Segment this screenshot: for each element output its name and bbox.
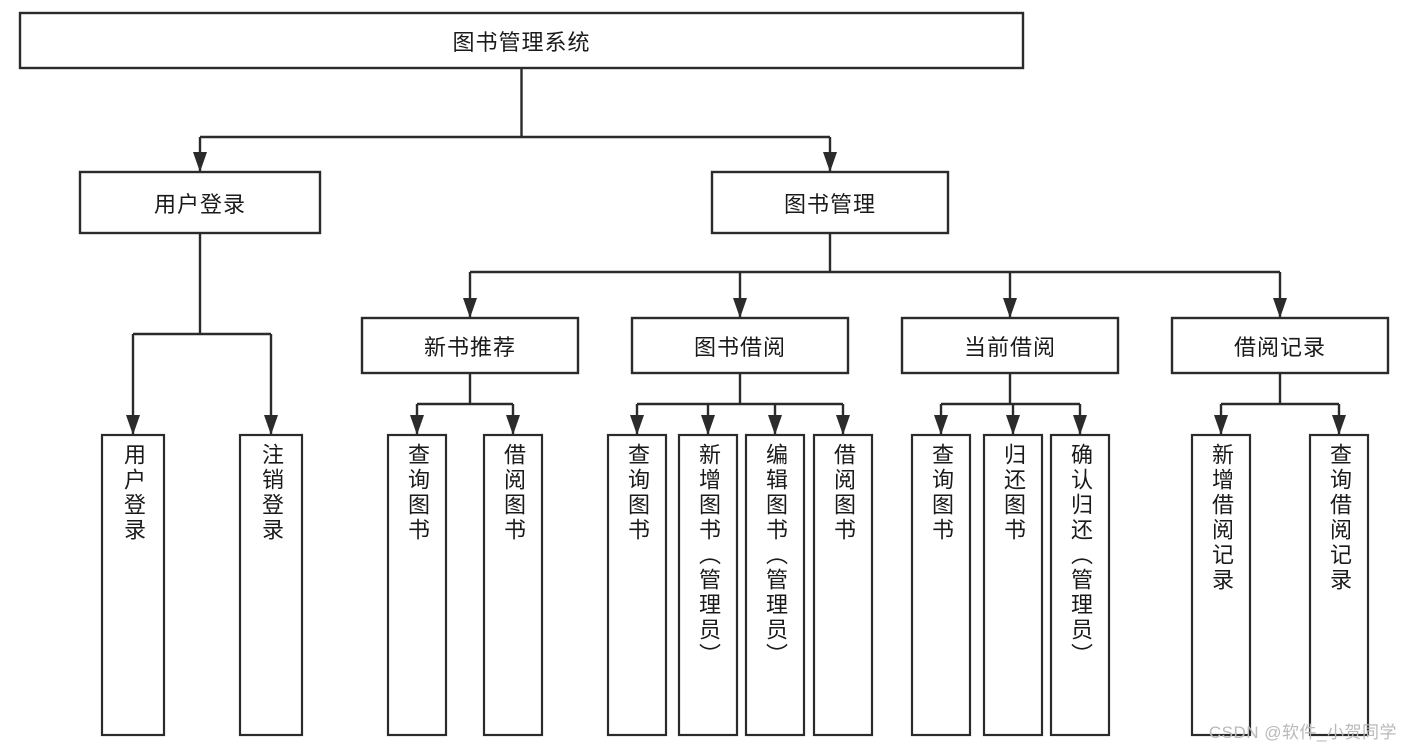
- arrow-head-icon-查询图书: [934, 415, 948, 435]
- node-box-借阅图书[interactable]: [482, 433, 544, 737]
- arrow-head-icon-确认归还管理员: [1073, 415, 1087, 435]
- node-box-借阅图书[interactable]: [812, 433, 874, 737]
- node-box-当前借阅[interactable]: [900, 316, 1120, 375]
- arrow-head-icon-查询借阅记录: [1332, 415, 1346, 435]
- arrow-head-icon-借阅图书: [836, 415, 850, 435]
- arrow-head-icon-图书借阅: [733, 298, 747, 318]
- arrow-head-icon-编辑图书管理员: [768, 415, 782, 435]
- node-box-新书推荐[interactable]: [360, 316, 580, 375]
- node-box-编辑图书管理员[interactable]: [744, 433, 806, 737]
- node-box-新增借阅记录[interactable]: [1190, 433, 1252, 737]
- arrow-head-icon-借阅记录: [1273, 298, 1287, 318]
- node-box-图书管理[interactable]: [710, 170, 950, 235]
- arrow-head-icon-图书管理: [823, 152, 837, 172]
- node-box-查询图书[interactable]: [910, 433, 972, 737]
- node-box-查询图书[interactable]: [386, 433, 448, 737]
- node-box-查询图书[interactable]: [606, 433, 668, 737]
- node-box-新增图书管理员[interactable]: [677, 433, 739, 737]
- node-box-查询借阅记录[interactable]: [1308, 433, 1370, 737]
- arrow-head-icon-查询图书: [630, 415, 644, 435]
- node-box-注销登录[interactable]: [238, 433, 304, 737]
- node-box-图书借阅[interactable]: [630, 316, 850, 375]
- arrow-head-icon-注销登录: [264, 415, 278, 435]
- watermark-credit: CSDN @软件_小贺同学: [1208, 723, 1397, 742]
- node-box-用户登录[interactable]: [100, 433, 166, 737]
- arrow-head-icon-新增借阅记录: [1214, 415, 1228, 435]
- node-box-layer: [18, 11, 1390, 737]
- arrow-head-icon-用户登录: [193, 152, 207, 172]
- node-box-图书管理系统[interactable]: [18, 11, 1025, 70]
- arrow-head-icon-新书推荐: [463, 298, 477, 318]
- arrow-head-icon-查询图书: [410, 415, 424, 435]
- node-box-确认归还管理员[interactable]: [1049, 433, 1111, 737]
- arrow-head-icon-用户登录: [126, 415, 140, 435]
- arrow-head-icon-新增图书管理员: [701, 415, 715, 435]
- arrow-head-icon-借阅图书: [506, 415, 520, 435]
- arrow-head-icon-当前借阅: [1003, 298, 1017, 318]
- node-box-用户登录[interactable]: [78, 170, 322, 235]
- node-box-借阅记录[interactable]: [1170, 316, 1390, 375]
- node-box-归还图书[interactable]: [982, 433, 1044, 737]
- arrow-head-icon-归还图书: [1006, 415, 1020, 435]
- connector-layer: [126, 68, 1346, 435]
